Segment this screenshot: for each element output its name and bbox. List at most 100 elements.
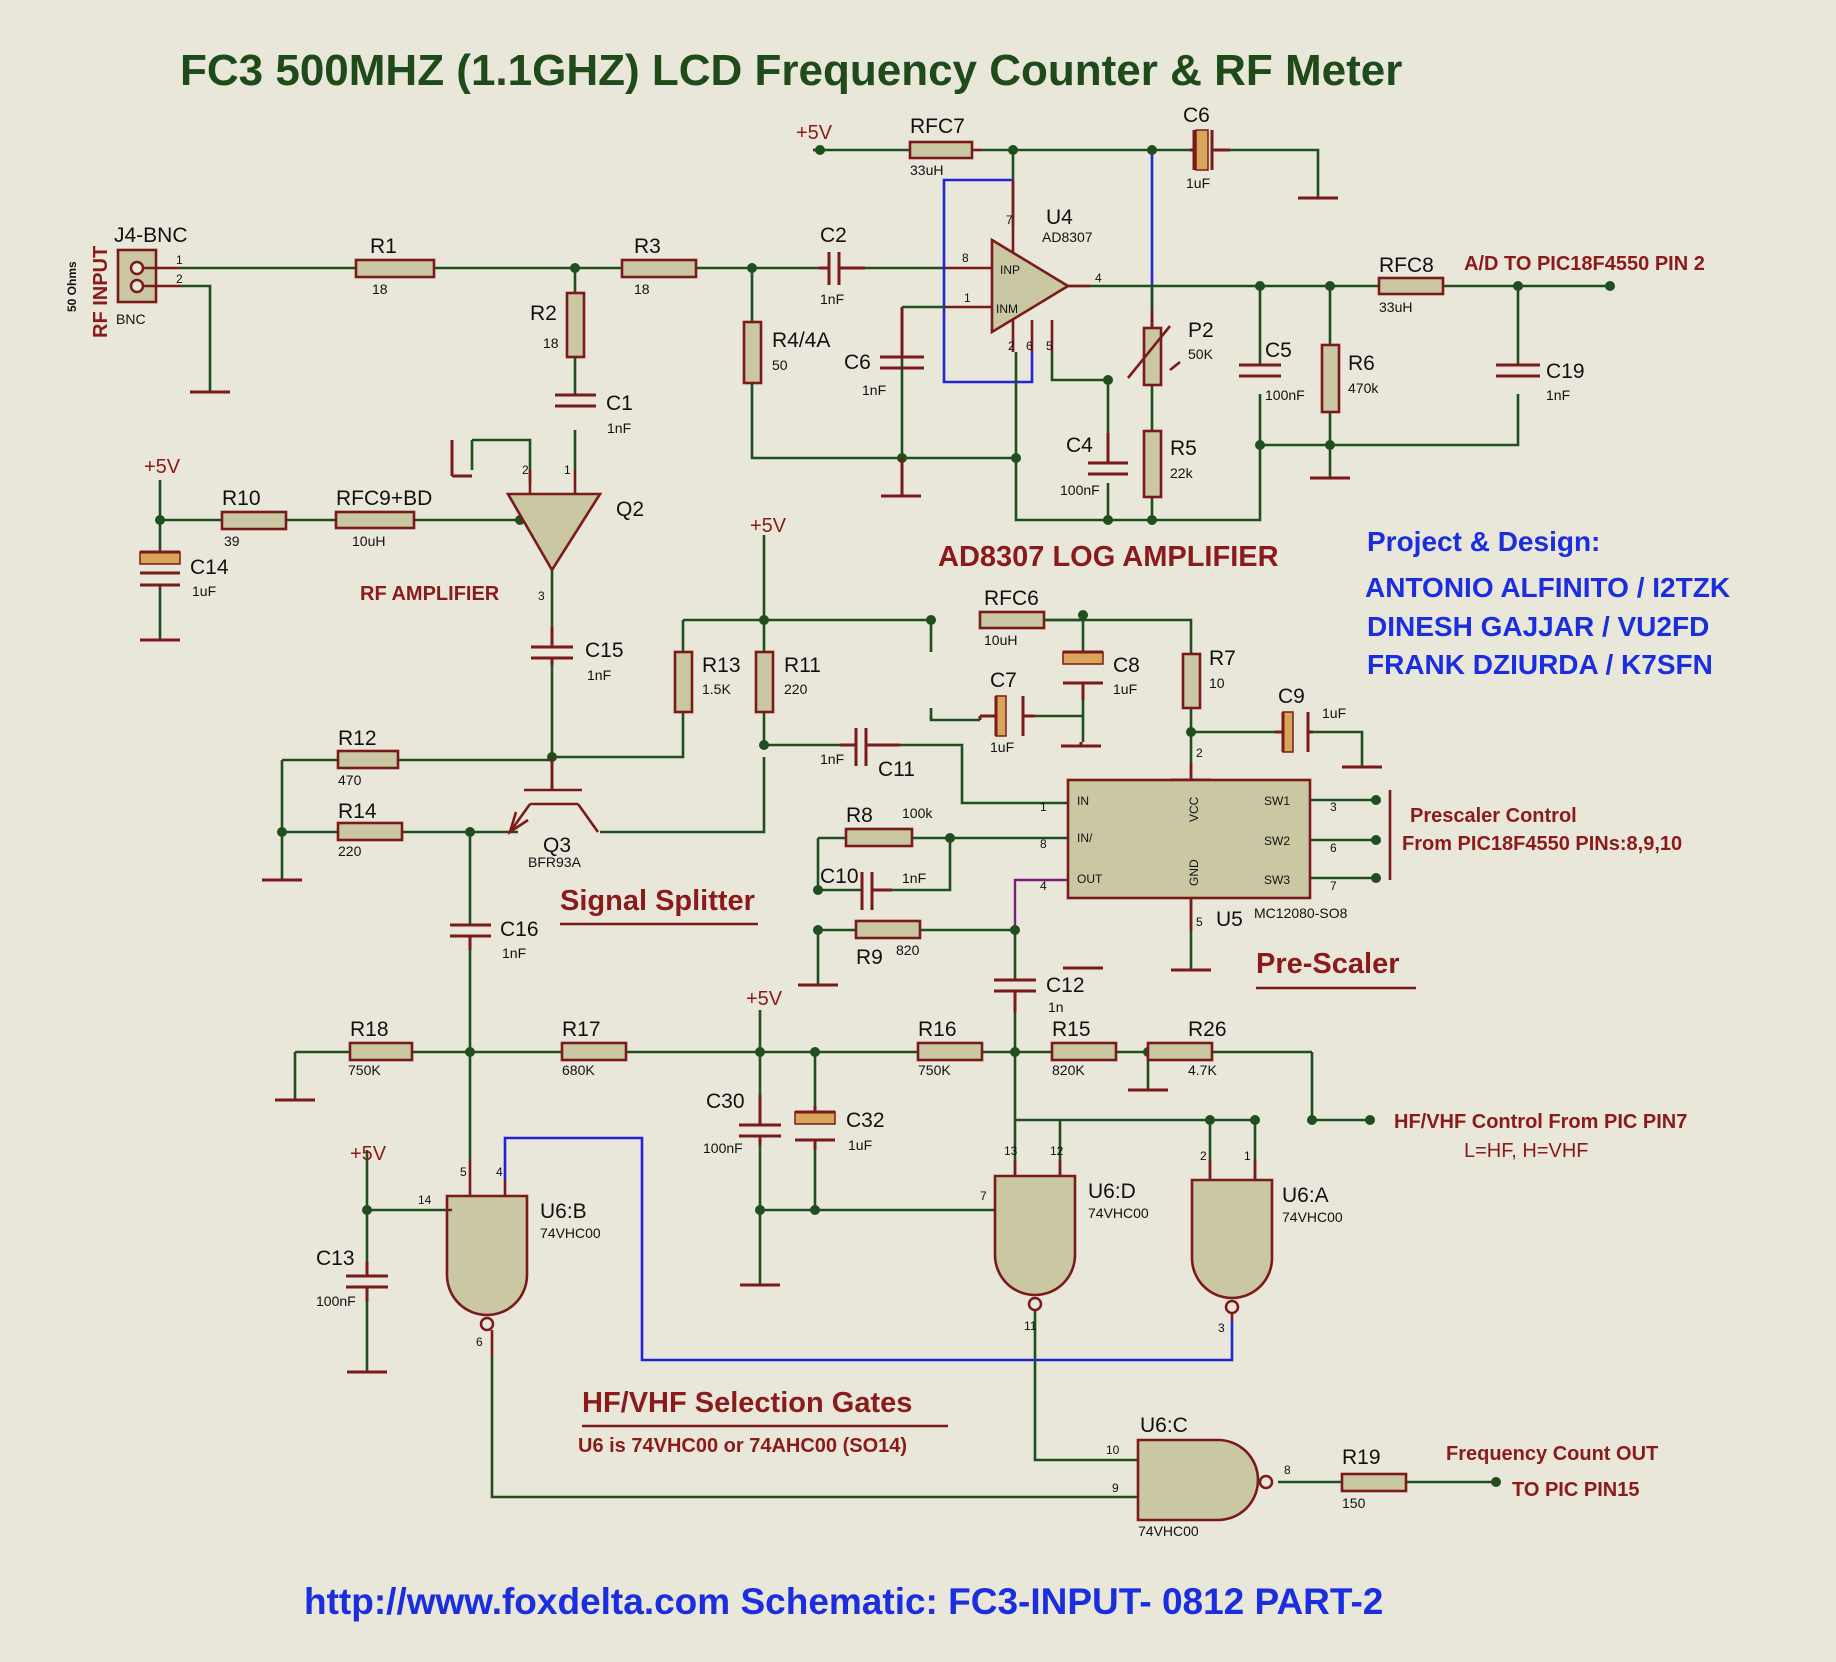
rfc7-ref: RFC7 bbox=[910, 115, 965, 138]
c6b-val: 1nF bbox=[862, 382, 886, 398]
svg-text:2: 2 bbox=[1196, 746, 1203, 760]
svg-text:1: 1 bbox=[176, 253, 183, 267]
u6b-val: 74VHC00 bbox=[540, 1225, 601, 1241]
c32-val: 1uF bbox=[848, 1137, 872, 1153]
resistors: R1 18 R3 18 R10 39 R12 470 R14 220 R8 10… bbox=[220, 235, 1408, 1511]
svg-text:9: 9 bbox=[1112, 1481, 1119, 1495]
resistor-r11 bbox=[754, 650, 775, 714]
q3-val: BFR93A bbox=[528, 854, 582, 870]
c12-val: 1n bbox=[1048, 999, 1064, 1015]
c4-ref: C4 bbox=[1066, 434, 1093, 457]
svg-text:5: 5 bbox=[460, 1165, 467, 1179]
svg-text:1: 1 bbox=[1244, 1149, 1251, 1163]
r3-ref: R3 bbox=[634, 235, 661, 258]
inductors: RFC7 33uH RFC8 33uH RFC9+BD 10uH RFC6 10… bbox=[334, 115, 1445, 648]
u5-sw3-pin: SW3 bbox=[1264, 873, 1290, 887]
u5-out-pin: OUT bbox=[1077, 872, 1103, 886]
r12-val: 470 bbox=[338, 772, 362, 788]
resistor-r9 bbox=[854, 919, 922, 940]
u6d-ref: U6:D bbox=[1088, 1180, 1136, 1203]
c7-val: 1uF bbox=[990, 739, 1014, 755]
svg-text:5: 5 bbox=[1196, 915, 1203, 929]
q2-ref: Q2 bbox=[616, 498, 644, 521]
r5-ref: R5 bbox=[1170, 437, 1197, 460]
u5-inb-pin: IN/ bbox=[1077, 831, 1093, 845]
r14-val: 220 bbox=[338, 843, 362, 859]
c5-ref: C5 bbox=[1265, 339, 1292, 362]
u4-val: AD8307 bbox=[1042, 229, 1093, 245]
credit-name-3: FRANK DZIURDA / K7SFN bbox=[1367, 649, 1713, 680]
svg-text:4: 4 bbox=[496, 1165, 503, 1179]
resistor-r6 bbox=[1320, 343, 1341, 414]
resistor-r5 bbox=[1142, 429, 1163, 499]
r8-ref: R8 bbox=[846, 804, 873, 827]
u5-sw2-pin: SW2 bbox=[1264, 834, 1290, 848]
svg-text:8: 8 bbox=[1284, 1463, 1291, 1477]
r9-ref: R9 bbox=[856, 946, 883, 969]
r19-ref: R19 bbox=[1342, 1446, 1381, 1469]
svg-text:2: 2 bbox=[176, 272, 183, 286]
hfvhf-control-label: HF/VHF Control From PIC PIN7 bbox=[1394, 1111, 1687, 1133]
c14-ref: C14 bbox=[190, 556, 229, 579]
r6-ref: R6 bbox=[1348, 352, 1375, 375]
r16-val: 750K bbox=[918, 1062, 951, 1078]
resistor-r1 bbox=[354, 258, 436, 279]
r26-ref: R26 bbox=[1188, 1018, 1227, 1041]
r11-val: 220 bbox=[784, 681, 808, 697]
vcc-label-splitter: +5V bbox=[750, 515, 787, 537]
r19-val: 150 bbox=[1342, 1495, 1366, 1511]
rf-amplifier-label: RF AMPLIFIER bbox=[360, 583, 500, 605]
c6a-ref: C6 bbox=[1183, 104, 1210, 127]
c2-ref: C2 bbox=[820, 224, 847, 247]
r2-val: 18 bbox=[543, 335, 559, 351]
r15-ref: R15 bbox=[1052, 1018, 1091, 1041]
r7-val: 10 bbox=[1209, 675, 1225, 691]
inductor-rfc9 bbox=[334, 510, 416, 530]
svg-text:3: 3 bbox=[538, 589, 545, 603]
r18-val: 750K bbox=[348, 1062, 381, 1078]
vcc-label-u4: +5V bbox=[796, 122, 833, 144]
u5-vcc-pin: VCC bbox=[1187, 796, 1201, 822]
resistor-r17 bbox=[560, 1041, 628, 1062]
r3-val: 18 bbox=[634, 281, 650, 297]
c8-val: 1uF bbox=[1113, 681, 1137, 697]
page-title: FC3 500MHZ (1.1GHZ) LCD Frequency Counte… bbox=[180, 46, 1402, 95]
credit-name-2: DINESH GAJJAR / VU2FD bbox=[1367, 611, 1709, 642]
inductor-rfc7 bbox=[908, 140, 974, 160]
resistor-r16 bbox=[916, 1041, 984, 1062]
c9-ref: C9 bbox=[1278, 685, 1305, 708]
c13-ref: C13 bbox=[316, 1247, 355, 1270]
c1-ref: C1 bbox=[606, 392, 633, 415]
svg-text:4: 4 bbox=[1040, 879, 1047, 893]
resistor-r4 bbox=[742, 320, 763, 385]
u6b-ref: U6:B bbox=[540, 1200, 587, 1223]
svg-text:6: 6 bbox=[476, 1335, 483, 1349]
svg-text:1: 1 bbox=[564, 463, 571, 477]
svg-text:2: 2 bbox=[1008, 339, 1015, 353]
r4-ref: R4/4A bbox=[772, 329, 830, 352]
count-out-pin-label: TO PIC PIN15 bbox=[1512, 1479, 1639, 1501]
ic-u5-mc12080: IN IN/ OUT VCC GND SW1 SW2 SW3 184 25 36… bbox=[1040, 746, 1392, 931]
resistor-r13 bbox=[673, 650, 694, 714]
r7-ref: R7 bbox=[1209, 647, 1236, 670]
ohms-label: 50 Ohms bbox=[65, 261, 79, 312]
r4-val: 50 bbox=[772, 357, 788, 373]
u6a-val: 74VHC00 bbox=[1282, 1209, 1343, 1225]
svg-text:11: 11 bbox=[1024, 1319, 1037, 1333]
svg-text:7: 7 bbox=[1006, 213, 1013, 227]
u5-gnd-pin: GND bbox=[1187, 859, 1201, 886]
p2-val: 50K bbox=[1188, 346, 1214, 362]
c6a-val: 1uF bbox=[1186, 175, 1210, 191]
svg-text:4: 4 bbox=[1095, 271, 1102, 285]
resistor-r2 bbox=[565, 291, 586, 359]
svg-text:8: 8 bbox=[962, 251, 969, 265]
rfc7-val: 33uH bbox=[910, 162, 943, 178]
footer-url: http://www.foxdelta.com Schematic: FC3-I… bbox=[304, 1581, 1383, 1622]
j4-ref: J4-BNC bbox=[114, 224, 188, 247]
svg-text:5: 5 bbox=[1046, 339, 1053, 353]
credit-name-1: ANTONIO ALFINITO / I2TZK bbox=[1365, 572, 1730, 603]
svg-text:14: 14 bbox=[418, 1193, 432, 1207]
svg-text:2: 2 bbox=[1200, 1149, 1207, 1163]
rf-input-label: RF INPUT bbox=[90, 246, 112, 338]
